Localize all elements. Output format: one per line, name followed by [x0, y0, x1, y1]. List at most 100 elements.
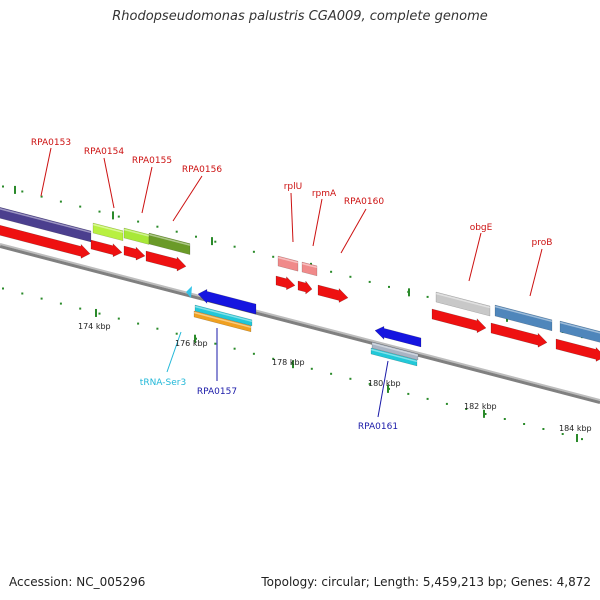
minor-tick: [310, 367, 313, 370]
feature-label-rpa0153: RPA0153: [31, 138, 71, 148]
minor-tick: [117, 317, 120, 320]
minor-tick: [388, 285, 390, 288]
minor-tick: [40, 195, 43, 198]
minor-tick: [59, 200, 62, 203]
gene-bar-rpa0161-grey-shine: [371, 342, 419, 357]
cds-arrow-obge: [431, 308, 487, 334]
feature-label-obge: obgE: [470, 223, 493, 233]
leader-rpa0153: [40, 147, 52, 197]
gene-bar-rpa0155-shine: [123, 228, 150, 237]
minor-tick: [98, 312, 101, 315]
gene-bar-rpma: [301, 261, 318, 277]
gene-bar-rpa0157-orange: [193, 310, 252, 333]
minor-tick: [233, 347, 236, 350]
cds-arrow-rplu: [275, 275, 296, 291]
minor-tick: [156, 225, 159, 228]
gene-bar-rpa0161-cyan: [370, 347, 418, 367]
gene-bar-rpa0155: [123, 227, 150, 245]
backbone-highlight: [0, 243, 600, 401]
cds-arrow-rpa0154: [90, 239, 123, 258]
cds-arrow-rpma: [297, 280, 313, 295]
minor-tick: [233, 245, 236, 248]
backbone: [0, 243, 600, 404]
gene-bar-rpa0156-shine: [148, 233, 191, 246]
gene-bar-rpa0157-cyan: [194, 304, 253, 327]
minor-tick: [349, 377, 352, 380]
minor-tick: [175, 230, 178, 233]
minor-tick: [349, 275, 352, 278]
kbp-label: 182 kbp: [464, 402, 497, 411]
feature-labels: RPA0153RPA0154RPA0155RPA0156rplUrpmARPA0…: [31, 138, 553, 432]
gene-bar-rpa0157-orange-shine: [193, 311, 252, 329]
kbp-label: 178 kbp: [272, 358, 305, 367]
minor-tick: [79, 307, 82, 310]
minor-tick: [195, 235, 197, 238]
connector-lines: [40, 147, 543, 418]
gene-bar-rpa0154: [92, 222, 124, 242]
gene-bar-obge-shine: [435, 292, 491, 309]
cds-arrow-rpa0155: [123, 245, 146, 261]
gene-bar-prob-shine: [494, 305, 553, 323]
feature-label-rplu: rplU: [284, 182, 303, 192]
cds-arrow-rpa0157: [197, 288, 257, 315]
gene-bar-rpma-shine: [301, 262, 318, 269]
gene-bar-rpa0153-shine: [0, 208, 92, 234]
minor-tick: [581, 438, 583, 441]
feature-label-rpa0161: RPA0161: [358, 422, 398, 432]
accession-text: Accession: NC_005296: [9, 575, 146, 589]
gene-bar-rpa0157-cyan-shine: [194, 305, 253, 323]
cds-arrow-rpa0161: [374, 325, 422, 348]
minor-tick: [426, 295, 429, 298]
page-title: Rhodopseudomonas palustris CGA009, compl…: [112, 9, 488, 24]
kbp-label: 174 kbp: [78, 322, 111, 331]
minor-tick: [465, 408, 468, 410]
gene-bar-next: [559, 320, 600, 343]
minor-tick: [156, 327, 159, 330]
leader-obge: [468, 232, 482, 282]
gene-bar-rpa0154-shine: [92, 223, 124, 234]
kbp-label: 176 kbp: [175, 339, 208, 348]
minor-tick: [272, 255, 275, 258]
genome-summary-text: Topology: circular; Length: 5,459,213 bp…: [261, 575, 591, 589]
minor-tick: [252, 352, 255, 355]
minor-tick: [426, 397, 429, 400]
leader-rplu: [290, 192, 294, 243]
minor-tick: [175, 332, 178, 335]
cds-arrow-rpa0153: [0, 225, 91, 259]
feature-blocks: [0, 207, 600, 367]
minor-tick: [542, 428, 545, 430]
cds-arrow-rpa0160: [317, 284, 349, 303]
minor-tick: [137, 220, 140, 223]
minor-tick: [21, 292, 24, 295]
minor-tick: [59, 302, 62, 305]
leader-prob: [529, 248, 543, 297]
minor-tick: [2, 185, 4, 188]
leader-rpa0156: [172, 175, 203, 222]
minor-tick: [2, 287, 4, 290]
gene-bar-obge: [435, 291, 491, 317]
minor-tick: [330, 270, 333, 273]
minor-tick: [79, 205, 82, 208]
feature-label-prob: proB: [532, 238, 553, 248]
feature-label-rpa0157: RPA0157: [197, 387, 237, 397]
gene-bar-rplu-shine: [277, 256, 299, 264]
gene-bar-rpa0161-grey: [371, 341, 419, 361]
leader-rpa0160: [340, 208, 367, 254]
minor-tick: [40, 297, 43, 300]
minor-tick: [252, 250, 255, 253]
minor-tick: [117, 215, 120, 218]
leader-rpa0161: [377, 360, 389, 418]
feature-label-rpma: rpmA: [312, 189, 337, 199]
kbp-label: 184 kbp: [559, 424, 592, 433]
minor-tick: [484, 413, 487, 415]
cds-arrow-rpa0156: [145, 250, 187, 272]
minor-tick: [21, 190, 24, 193]
gene-bar-rplu: [277, 255, 299, 272]
minor-tick: [368, 280, 371, 283]
feature-label-rpa0154: RPA0154: [84, 147, 124, 157]
feature-label-rpa0160: RPA0160: [344, 197, 384, 207]
minor-tick: [330, 372, 333, 375]
gene-bar-next-shine: [559, 321, 600, 334]
